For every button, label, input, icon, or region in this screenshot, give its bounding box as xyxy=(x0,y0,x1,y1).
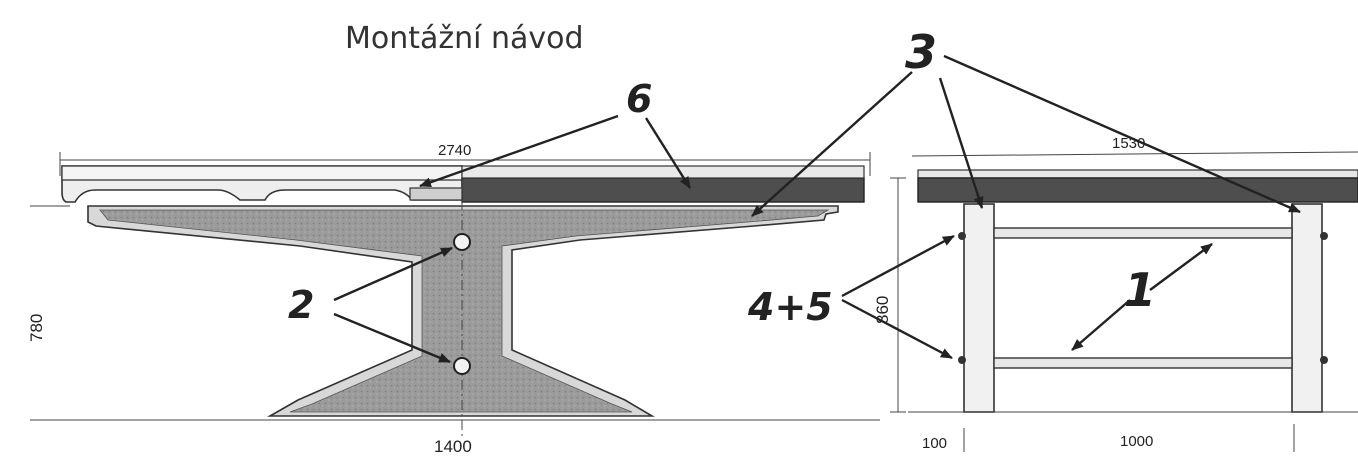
dim-side-height: 860 xyxy=(873,296,892,324)
bolt-lower xyxy=(453,357,471,375)
dim-base-width: 1400 xyxy=(434,437,472,456)
tabletop-dark-half xyxy=(461,177,865,203)
dim-height: 780 xyxy=(27,314,46,342)
side-rail-lower xyxy=(993,357,1293,369)
side-tabletop xyxy=(917,177,1358,203)
side-tabletop-top xyxy=(917,169,1358,179)
tabletop-joint xyxy=(409,187,463,201)
callout-6: 6 xyxy=(626,77,652,121)
tabletop-light-half-upper xyxy=(61,165,463,181)
connector-left-lower xyxy=(958,356,966,364)
side-leg-left xyxy=(963,203,995,413)
diagram-title: Montážní návod xyxy=(345,21,584,56)
callout-2: 2 xyxy=(288,283,314,327)
callout-4-5: 4+5 xyxy=(747,285,833,329)
dim-inner-span: 1000 xyxy=(1120,433,1153,450)
connector-right-upper xyxy=(1320,232,1328,240)
connector-right-lower xyxy=(1320,356,1328,364)
dim-top-width: 2740 xyxy=(438,142,471,159)
front-view: 2740 780 1400 xyxy=(27,142,880,456)
bolt-upper xyxy=(453,233,471,251)
callouts: 6 3 2 4+5 1 xyxy=(288,25,1301,364)
side-view: 1530 860 100 1000 xyxy=(873,135,1358,452)
connector-left-upper xyxy=(958,232,966,240)
dim-side-width: 1530 xyxy=(1112,135,1145,152)
tabletop-top-layer xyxy=(461,165,865,179)
callout-3: 3 xyxy=(905,25,937,79)
concrete-base-core xyxy=(99,209,830,413)
side-leg-right xyxy=(1291,203,1323,413)
dim-leg-offset: 100 xyxy=(922,435,947,452)
side-rail-upper xyxy=(993,227,1293,239)
